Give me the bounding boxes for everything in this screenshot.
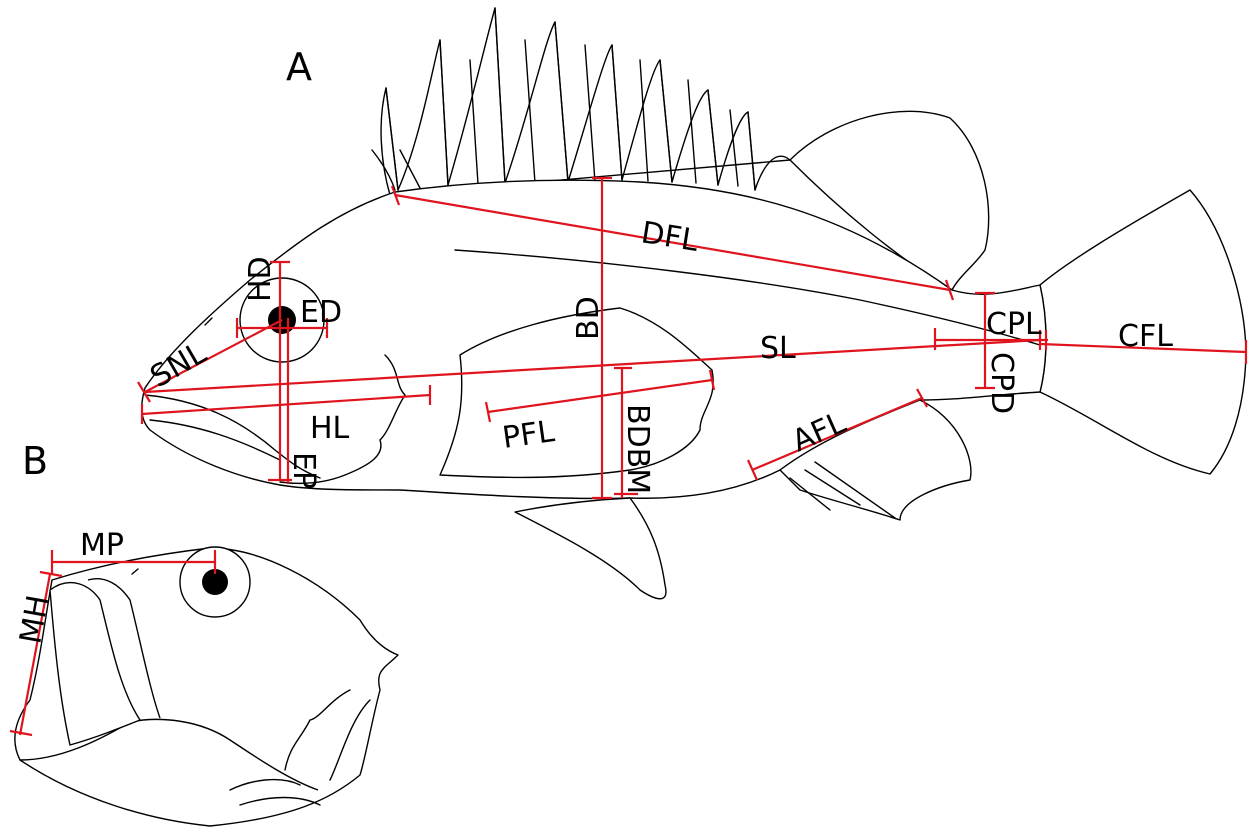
label-bdbm: BDBM — [620, 404, 655, 494]
label-sl: SL — [760, 331, 796, 366]
label-ed: ED — [300, 295, 342, 330]
label-pfl: PFL — [500, 414, 557, 456]
label-ep: EP — [286, 452, 321, 489]
label-mp: MP — [80, 528, 124, 563]
label-cpl: CPL — [986, 307, 1042, 342]
panel-label-a: A — [286, 45, 312, 89]
panel-label-b: B — [22, 439, 48, 483]
pelvic-fin — [515, 498, 666, 599]
label-hd: HD — [243, 256, 278, 302]
label-hl: HL — [310, 411, 350, 446]
spiny-dorsal-fin — [381, 8, 790, 195]
label-cpd: CPD — [984, 352, 1019, 414]
fish-head-drawing-b — [15, 547, 398, 826]
label-cfl: CFL — [1118, 319, 1173, 354]
label-bd: BD — [571, 296, 606, 340]
